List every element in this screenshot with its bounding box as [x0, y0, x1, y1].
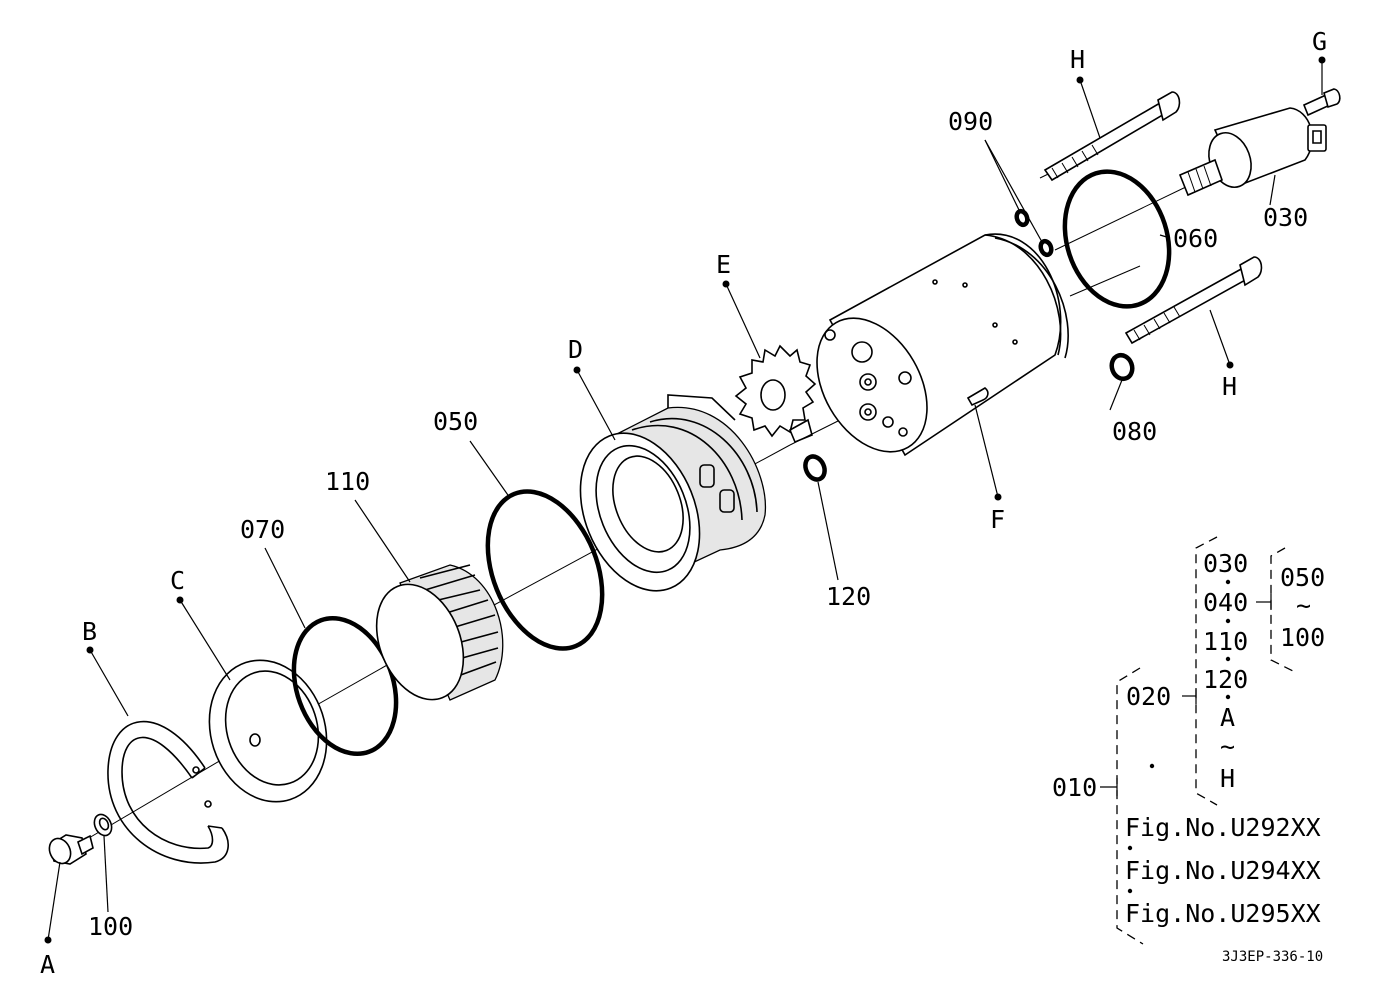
- pump-housing-part-d: [579, 394, 767, 592]
- callout-g: G: [1312, 27, 1327, 56]
- filter-element-part-110: [375, 564, 504, 701]
- callout-050: 050: [433, 407, 478, 436]
- legend-tilde-1: ~: [1220, 732, 1235, 761]
- legend-020: 020: [1126, 682, 1171, 711]
- callout-c: C: [170, 566, 185, 595]
- callout-b: B: [82, 617, 97, 646]
- legend-h: H: [1220, 764, 1235, 793]
- callout-100: 100: [88, 912, 133, 941]
- legend-110: 110: [1203, 627, 1248, 656]
- drawing-code: 3J3EP-336-10: [1222, 949, 1323, 965]
- plug-bolt-part-a: [48, 834, 94, 865]
- callout-080: 080: [1112, 417, 1157, 446]
- motor-body-part-f: [816, 233, 1069, 457]
- callout-030: 030: [1263, 203, 1308, 232]
- end-plate-part-c: [208, 659, 328, 803]
- sealing-washer-part-100: [93, 813, 113, 837]
- callout-h-upper: H: [1070, 45, 1085, 74]
- callout-labels: A 100 B C 070 110 050 D E 120 F 080 H 06…: [40, 27, 1327, 979]
- callout-060: 060: [1173, 224, 1218, 253]
- gear-part-e: [734, 344, 817, 444]
- parts-grouping-legend: 010 020 030 040 110 120 A ~ H 050 ~ 100 …: [1052, 536, 1325, 945]
- o-ring-part-050: [485, 489, 605, 651]
- legend-040: 040: [1203, 588, 1248, 617]
- callout-a: A: [40, 950, 55, 979]
- legend-fig-u292xx: Fig.No.U292XX: [1125, 813, 1321, 842]
- callout-090: 090: [948, 107, 993, 136]
- o-ring-part-120: [803, 454, 827, 482]
- o-ring-part-060: [1062, 169, 1172, 309]
- legend-120: 120: [1203, 665, 1248, 694]
- callout-f: F: [990, 505, 1005, 534]
- callout-e: E: [716, 250, 731, 279]
- legend-030: 030: [1203, 549, 1248, 578]
- legend-100: 100: [1280, 623, 1325, 652]
- solenoid-valve-part-030: [1178, 107, 1327, 197]
- legend-010: 010: [1052, 773, 1097, 802]
- through-bolt-lower-part-h: [1124, 256, 1263, 345]
- legend-fig-u294xx: Fig.No.U294XX: [1125, 856, 1321, 885]
- callout-h-lower: H: [1222, 372, 1237, 401]
- snap-ring-part-b: [107, 720, 229, 864]
- callout-110: 110: [325, 467, 370, 496]
- callout-070: 070: [240, 515, 285, 544]
- callout-120: 120: [826, 582, 871, 611]
- o-ring-part-080: [1109, 352, 1135, 382]
- legend-a: A: [1220, 703, 1235, 732]
- callout-d: D: [568, 335, 583, 364]
- bolt-part-g: [1302, 88, 1341, 117]
- legend-050: 050: [1280, 563, 1325, 592]
- legend-tilde-2: ~: [1296, 591, 1311, 620]
- through-bolt-upper-part-h: [1043, 91, 1181, 182]
- leader-lines: [44, 56, 1326, 944]
- legend-fig-u295xx: Fig.No.U295XX: [1125, 899, 1321, 928]
